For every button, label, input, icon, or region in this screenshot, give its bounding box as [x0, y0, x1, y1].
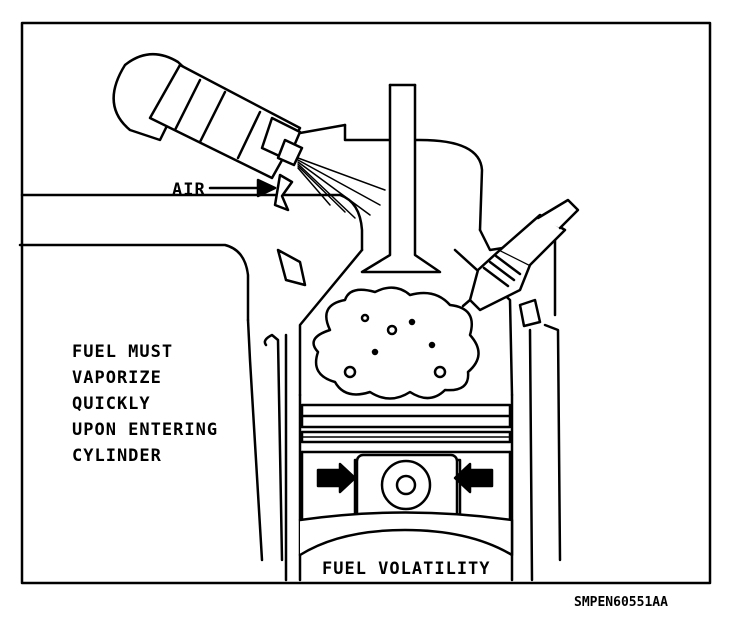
figure-frame	[20, 21, 712, 585]
left-water-jacket	[263, 333, 284, 562]
note-line: VAPORIZE	[72, 368, 162, 388]
air-arrow-icon	[208, 173, 294, 212]
figure-code: SMPEN60551AA	[574, 595, 668, 610]
left-coolant-port	[276, 248, 307, 287]
note-line: CYLINDER	[72, 446, 162, 466]
chamber-right-wall	[453, 248, 514, 397]
note-line: FUEL MUST	[72, 342, 174, 362]
right-wall-inner	[528, 328, 534, 582]
chamber-left-wall	[298, 248, 364, 397]
intake-port-lower-wall	[18, 243, 250, 322]
fuel-vaporize-note: FUEL MUST VAPORIZE QUICKLY UPON ENTERING…	[72, 339, 218, 469]
left-arrow-icon	[316, 462, 357, 494]
right-water-jacket	[543, 323, 562, 562]
connecting-rod-skirt	[298, 511, 514, 557]
figure-caption: FUEL VOLATILITY	[322, 559, 491, 579]
piston	[298, 403, 514, 557]
injector-boss	[298, 123, 347, 135]
cylinder-left-outer-wall	[246, 318, 264, 562]
note-line: UPON ENTERING	[72, 420, 219, 440]
right-arrow-icon	[453, 462, 494, 494]
note-line: QUICKLY	[72, 394, 151, 414]
air-label: AIR	[172, 180, 206, 200]
intake-port-upper-wall	[20, 193, 364, 252]
spark-plug	[461, 198, 580, 312]
fuel-spray	[297, 157, 386, 219]
head-outline-top	[343, 123, 484, 232]
intake-valve	[360, 83, 442, 274]
fuel-vapor-cloud	[312, 286, 480, 400]
right-coolant-port	[518, 298, 542, 328]
fuel-injector	[112, 53, 304, 180]
